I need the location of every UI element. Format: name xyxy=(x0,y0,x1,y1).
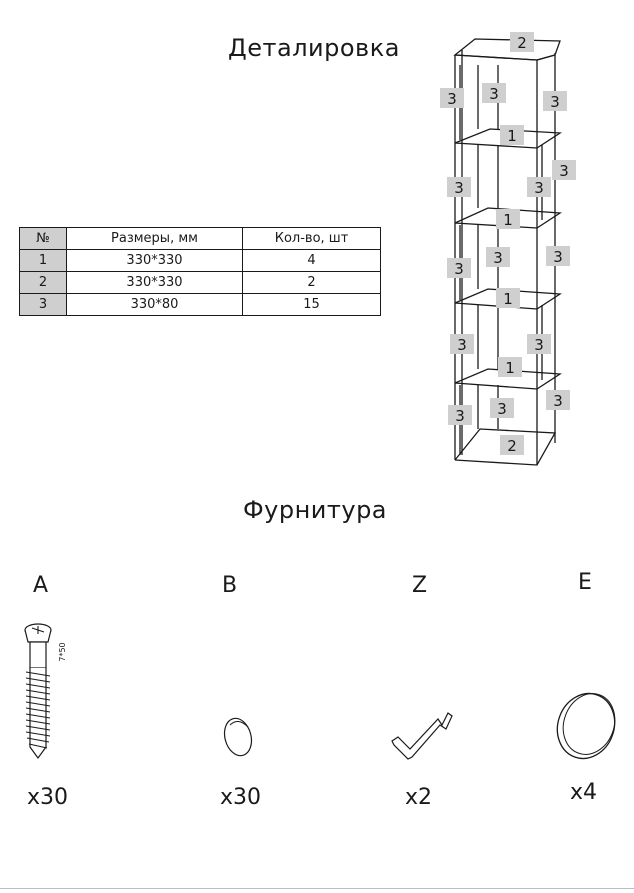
hardware-count-b: x30 xyxy=(220,785,262,810)
page-bottom-rule xyxy=(0,888,634,889)
row-qty: 15 xyxy=(242,293,381,316)
label-3-text: 3 xyxy=(454,179,464,197)
screw-cap-icon xyxy=(223,717,253,757)
label-2-top-text: 2 xyxy=(517,34,527,52)
label-3-text: 3 xyxy=(447,90,457,108)
row-size: 330*80 xyxy=(66,293,243,316)
table-row: 2 330*330 2 xyxy=(19,271,381,294)
row-size: 330*330 xyxy=(66,249,243,272)
label-3-text: 3 xyxy=(559,162,569,180)
label-3-text: 3 xyxy=(534,179,544,197)
hardware-letter-b: B xyxy=(222,573,238,598)
table-row: 3 330*80 15 xyxy=(19,293,381,316)
row-no: 1 xyxy=(19,249,67,272)
header-qty: Кол-во, шт xyxy=(242,227,381,250)
parts-table: № Размеры, мм Кол-во, шт 1 330*330 4 2 3… xyxy=(19,227,381,316)
label-1-text: 1 xyxy=(505,359,515,377)
label-3-text: 3 xyxy=(493,249,503,267)
details-heading: Деталировка xyxy=(228,34,400,62)
row-no: 3 xyxy=(19,293,67,316)
label-3-text: 3 xyxy=(489,85,499,103)
label-3-text: 3 xyxy=(534,336,544,354)
hardware-letter-z: Z xyxy=(412,573,428,598)
hardware-count-a: x30 xyxy=(27,785,69,810)
table-header-row: № Размеры, мм Кол-во, шт xyxy=(19,227,381,250)
header-no: № xyxy=(19,227,67,250)
label-2-top xyxy=(510,32,534,52)
hex-key-icon xyxy=(391,712,453,760)
label-3-text: 3 xyxy=(550,93,560,111)
header-size: Размеры, мм xyxy=(66,227,243,250)
hardware-count-z: x2 xyxy=(405,785,433,810)
shelf-unit-diagram: 2 3 3 3 1 3 3 3 1 3 3 3 xyxy=(440,32,576,466)
row-qty: 4 xyxy=(242,249,381,272)
label-1-text: 1 xyxy=(503,290,513,308)
hardware-count-e: x4 xyxy=(570,780,598,805)
table-row: 1 330*330 4 xyxy=(19,249,381,272)
row-no: 2 xyxy=(19,271,67,294)
screw-size-note: 7*50 xyxy=(58,642,67,661)
label-3-text: 3 xyxy=(454,260,464,278)
hardware-letter-a: A xyxy=(33,573,49,598)
label-3-text: 3 xyxy=(497,400,507,418)
part-labels: 2 3 3 3 1 3 3 3 1 3 3 3 xyxy=(440,32,576,455)
label-2-bottom-text: 2 xyxy=(507,437,517,455)
confirmat-screw-icon: 7*50 xyxy=(24,623,67,760)
hardware-heading: Фурнитура xyxy=(243,496,388,524)
label-1-text: 1 xyxy=(503,211,513,229)
label-1-text: 1 xyxy=(507,127,517,145)
label-3-text: 3 xyxy=(455,407,465,425)
row-size: 330*330 xyxy=(66,271,243,294)
label-3-text: 3 xyxy=(457,336,467,354)
felt-pad-icon xyxy=(556,692,616,760)
row-qty: 2 xyxy=(242,271,381,294)
label-3-text: 3 xyxy=(553,392,563,410)
hardware-letter-e: E xyxy=(578,570,592,595)
label-3-text: 3 xyxy=(553,248,563,266)
